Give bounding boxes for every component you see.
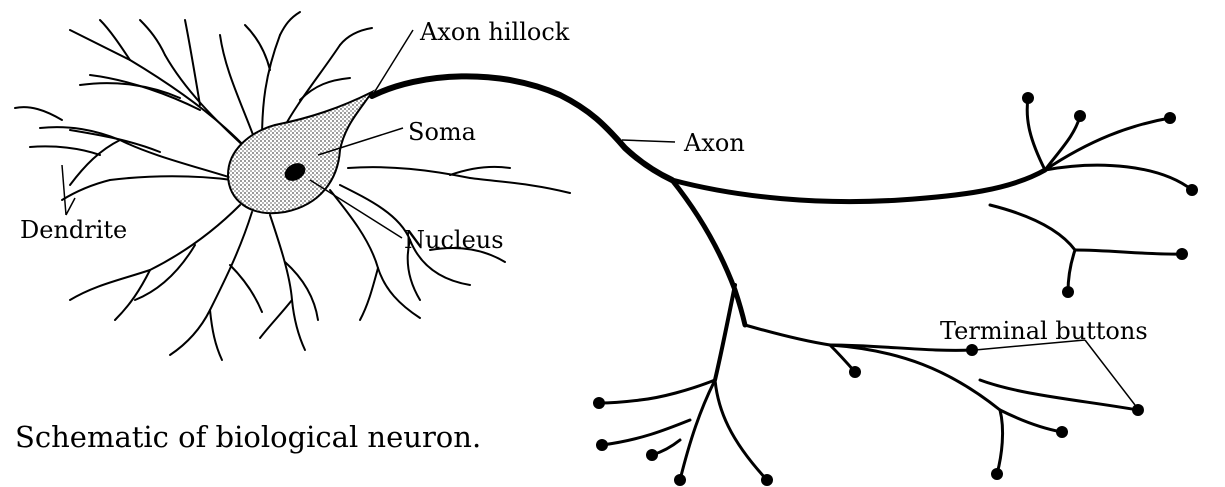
leader-axon xyxy=(622,140,675,142)
label-axon-hillock: Axon hillock xyxy=(420,20,569,44)
terminal-button xyxy=(1062,286,1074,298)
terminal-button xyxy=(1132,404,1144,416)
terminal-button xyxy=(596,439,608,451)
leader-nucleus xyxy=(310,180,402,238)
terminal-button xyxy=(1074,110,1086,122)
label-nucleus: Nucleus xyxy=(404,228,504,252)
terminal-button xyxy=(1056,426,1068,438)
terminal-button xyxy=(1186,184,1198,196)
leader-dendrite xyxy=(62,165,66,215)
label-axon: Axon xyxy=(684,131,745,155)
label-terminal-buttons: Terminal buttons xyxy=(940,319,1148,343)
terminal-button xyxy=(674,474,686,486)
soma-body xyxy=(228,92,372,213)
label-soma: Soma xyxy=(408,120,476,144)
leader-dendrite-2 xyxy=(66,198,75,215)
terminal-button xyxy=(1164,112,1176,124)
terminal-button xyxy=(1022,92,1034,104)
terminal-button xyxy=(761,474,773,486)
terminal-button xyxy=(646,449,658,461)
terminal-button xyxy=(849,366,861,378)
terminal-button xyxy=(593,397,605,409)
axon xyxy=(372,76,1192,480)
leader-terminal-2 xyxy=(1085,340,1135,405)
diagram-caption: Schematic of biological neuron. xyxy=(15,423,481,452)
terminal-button xyxy=(991,468,1003,480)
terminal-button xyxy=(1176,248,1188,260)
label-dendrite: Dendrite xyxy=(20,218,127,242)
